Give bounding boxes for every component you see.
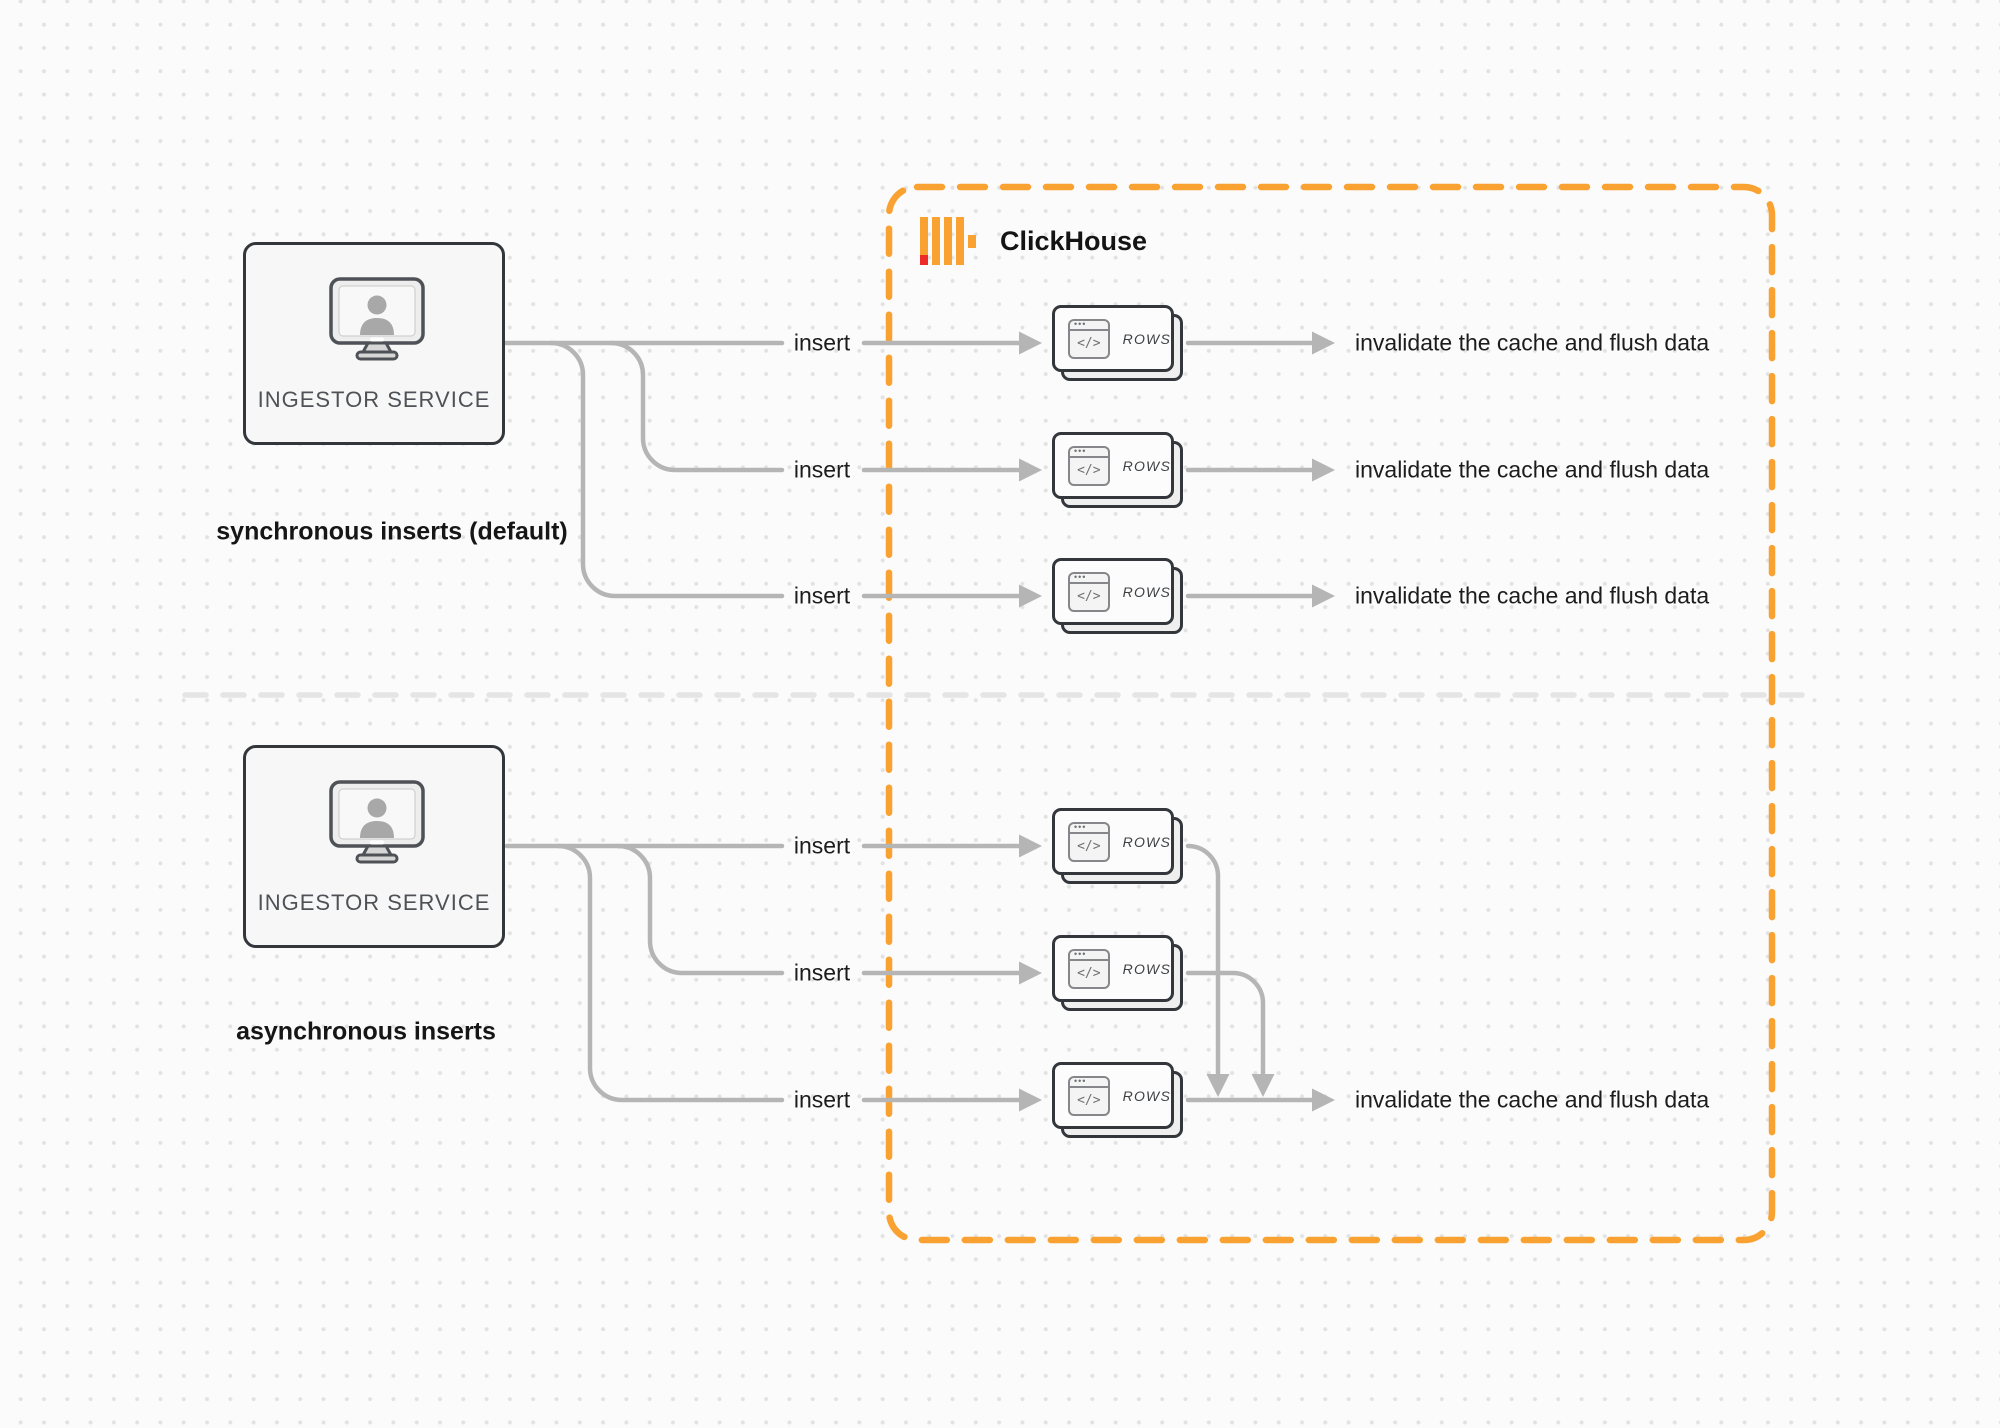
- async-connectors: [504, 834, 1335, 1112]
- insert-label: insert: [793, 832, 851, 859]
- rows-table-card: ••• </> ROWS: [1052, 432, 1183, 508]
- arrowhead-icon: [1312, 458, 1335, 482]
- window-dots: •••: [1070, 448, 1108, 458]
- clickhouse-logo-icon: [920, 217, 978, 265]
- window-dots: •••: [1070, 951, 1108, 961]
- rows-label: ROWS: [1122, 457, 1171, 474]
- rows-table-card: ••• </> ROWS: [1052, 935, 1183, 1011]
- service-box-label: INGESTOR SERVICE: [257, 890, 491, 915]
- arrowhead-icon: [1019, 584, 1042, 608]
- async-buffer-line-2: [1185, 970, 1266, 1076]
- result-label: invalidate the cache and flush data: [1355, 1086, 1710, 1113]
- async-line-3a: [555, 843, 785, 1103]
- arrowhead-icon: [1019, 834, 1042, 858]
- ingestor-service-box-sync: INGESTOR SERVICE: [243, 242, 505, 445]
- async-line-2a: [615, 843, 785, 976]
- rows-label: ROWS: [1122, 583, 1171, 600]
- service-box-label: INGESTOR SERVICE: [257, 387, 491, 412]
- rows-card-front: ••• </> ROWS: [1052, 305, 1174, 372]
- arrowhead-icon: [1019, 331, 1042, 355]
- clickhouse-logo-red-accent: [920, 255, 928, 265]
- window-code-icon: ••• </>: [1068, 318, 1110, 359]
- window-code-icon: ••• </>: [1068, 1075, 1110, 1116]
- rows-card-front: ••• </> ROWS: [1052, 935, 1174, 1002]
- async-caption: asynchronous inserts: [236, 1017, 496, 1046]
- window-code-glyph: </>: [1077, 966, 1101, 981]
- rows-table-card: ••• </> ROWS: [1052, 305, 1183, 381]
- sync-caption: synchronous inserts (default): [216, 517, 568, 546]
- rows-table-card: ••• </> ROWS: [1052, 558, 1183, 634]
- rows-table-card: ••• </> ROWS: [1052, 808, 1183, 884]
- window-code-icon: ••• </>: [1068, 948, 1110, 989]
- window-code-glyph: </>: [1077, 589, 1101, 604]
- async-buffer-line-1: [1185, 843, 1221, 1076]
- result-label: invalidate the cache and flush data: [1355, 329, 1710, 356]
- window-dots: •••: [1070, 824, 1108, 834]
- arrowhead-icon: [1019, 961, 1042, 985]
- window-dots: •••: [1070, 321, 1108, 331]
- insert-label: insert: [793, 1086, 851, 1113]
- window-dots: •••: [1070, 1078, 1108, 1088]
- arrowhead-icon: [1312, 331, 1335, 355]
- arrowhead-icon: [1019, 1088, 1042, 1112]
- insert-label: insert: [793, 456, 851, 483]
- result-label: invalidate the cache and flush data: [1355, 456, 1710, 483]
- monitor-user-icon: [329, 780, 425, 873]
- rows-card-front: ••• </> ROWS: [1052, 558, 1174, 625]
- window-code-glyph: </>: [1077, 463, 1101, 478]
- rows-card-front: ••• </> ROWS: [1052, 432, 1174, 499]
- window-code-glyph: </>: [1077, 336, 1101, 351]
- window-dots: •••: [1070, 574, 1108, 584]
- sync-line-2a: [608, 340, 785, 473]
- sync-line-3a: [548, 340, 785, 599]
- window-code-glyph: </>: [1077, 1093, 1101, 1108]
- arrowhead-icon: [1312, 584, 1335, 608]
- arrowhead-down-icon: [1206, 1074, 1230, 1097]
- insert-label: insert: [793, 329, 851, 356]
- window-code-icon: ••• </>: [1068, 571, 1110, 612]
- clickhouse-logo: ClickHouse: [920, 217, 1147, 265]
- arrowhead-down-icon: [1251, 1074, 1275, 1097]
- rows-card-front: ••• </> ROWS: [1052, 1062, 1174, 1129]
- insert-label: insert: [793, 959, 851, 986]
- arrowhead-icon: [1019, 458, 1042, 482]
- monitor-user-icon: [329, 277, 425, 370]
- insert-label: insert: [793, 582, 851, 609]
- rows-label: ROWS: [1122, 330, 1171, 347]
- result-label: invalidate the cache and flush data: [1355, 582, 1710, 609]
- clickhouse-container-border: [885, 183, 1776, 1244]
- rows-label: ROWS: [1122, 833, 1171, 850]
- sync-connectors: [502, 331, 1335, 608]
- ingestor-service-box-async: INGESTOR SERVICE: [243, 745, 505, 948]
- window-code-icon: ••• </>: [1068, 821, 1110, 862]
- rows-label: ROWS: [1122, 960, 1171, 977]
- rows-card-front: ••• </> ROWS: [1052, 808, 1174, 875]
- window-code-icon: ••• </>: [1068, 445, 1110, 486]
- window-code-glyph: </>: [1077, 839, 1101, 854]
- clickhouse-brand-name: ClickHouse: [1000, 225, 1148, 256]
- arrowhead-icon: [1312, 1088, 1335, 1112]
- rows-label: ROWS: [1122, 1087, 1171, 1104]
- rows-table-card: ••• </> ROWS: [1052, 1062, 1183, 1138]
